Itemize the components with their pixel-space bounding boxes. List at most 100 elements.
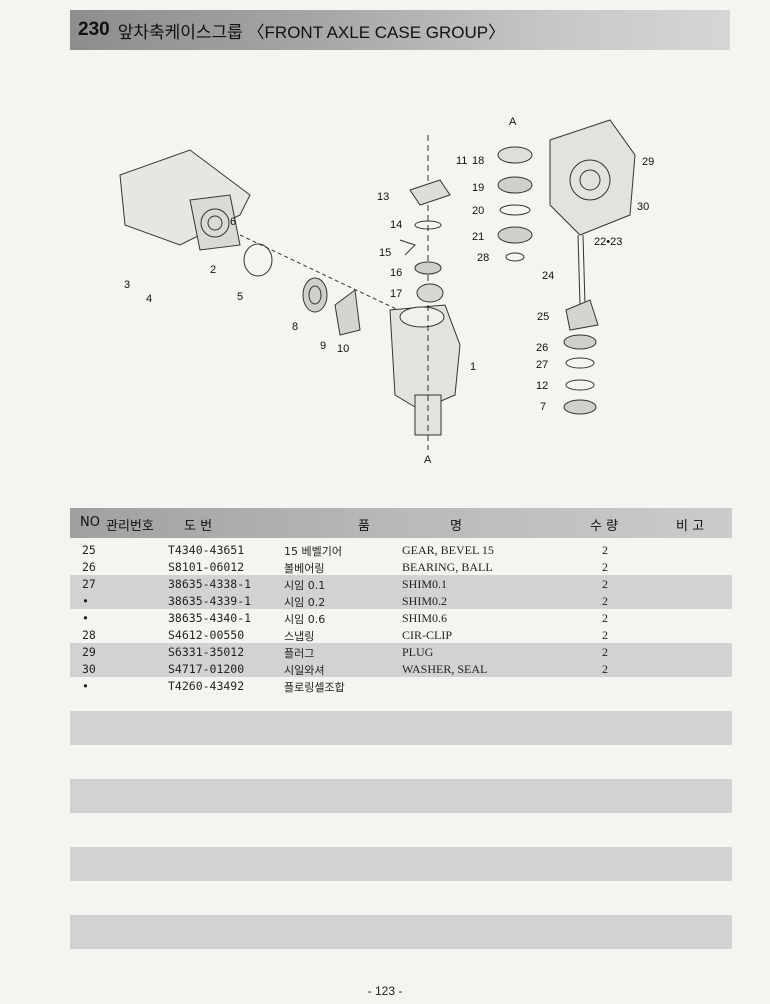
table-row: 28 S4612-00550 스냅링 CIR-CLIP 2 bbox=[70, 626, 732, 643]
table-row bbox=[70, 847, 732, 864]
callout-label: 1 bbox=[470, 361, 476, 373]
group-number: 230 bbox=[78, 19, 110, 40]
callout-label: 12 bbox=[536, 380, 548, 392]
cell-part-number: S6331-35012 bbox=[168, 645, 245, 659]
callout-label: 25 bbox=[537, 311, 549, 323]
callout-label: 18 bbox=[472, 155, 484, 167]
column-drawing: 도 번 bbox=[184, 519, 213, 534]
cell-part-number: T4260-43492 bbox=[168, 679, 245, 693]
cell-name-kr: 시일와셔 bbox=[284, 664, 325, 677]
cell-name-en: WASHER, SEAL bbox=[402, 662, 488, 676]
cell-qty: 2 bbox=[602, 594, 608, 608]
cell-no: 27 bbox=[82, 577, 96, 591]
page-number: - 123 - bbox=[367, 984, 403, 998]
cell-part-number: S4612-00550 bbox=[168, 628, 245, 642]
cell-no: 29 bbox=[82, 645, 96, 659]
callout-label: 24 bbox=[542, 270, 554, 282]
cell-part-number: 38635-4339-1 bbox=[168, 594, 252, 608]
callout-label: 16 bbox=[390, 267, 402, 279]
column-name-kr: 품 bbox=[358, 519, 370, 534]
callout-label: 5 bbox=[237, 291, 243, 303]
cell-no: • bbox=[82, 594, 89, 608]
callout-label: 26 bbox=[536, 342, 548, 354]
page-header: 230 앞차축케이스그룹 〈FRONT AXLE CASE GROUP〉 bbox=[70, 10, 730, 50]
column-qty: 수 량 bbox=[590, 519, 619, 534]
cell-name-kr: 플로링셀조합 bbox=[284, 681, 345, 694]
callout-label: 3 bbox=[124, 279, 130, 291]
callout-label: 7 bbox=[540, 401, 546, 413]
cell-qty: 2 bbox=[602, 662, 608, 676]
cell-name-kr: 시임 0.2 bbox=[284, 596, 326, 609]
cell-name-en: CIR-CLIP bbox=[402, 628, 453, 642]
callout-label: 4 bbox=[146, 293, 152, 305]
cell-qty: 2 bbox=[602, 577, 608, 591]
table-row bbox=[70, 830, 732, 847]
cell-name-en: GEAR, BEVEL 15 bbox=[402, 543, 494, 557]
callout-label: 9 bbox=[320, 340, 326, 352]
cell-part-number: S8101-06012 bbox=[168, 560, 245, 574]
cell-qty: 2 bbox=[602, 628, 608, 642]
callout-label: 21 bbox=[472, 231, 484, 243]
cell-no: 28 bbox=[82, 628, 96, 642]
column-mgmt: 관리번호 bbox=[106, 519, 154, 534]
table-row bbox=[70, 711, 732, 728]
callout-label: 27 bbox=[536, 359, 548, 371]
table-row: 27 38635-4338-1 시임 0.1 SHIM0.1 2 bbox=[70, 575, 732, 592]
callout-label: 14 bbox=[390, 219, 402, 231]
cell-qty: 2 bbox=[602, 611, 608, 625]
cell-name-kr: 15 베벨기어 bbox=[284, 545, 342, 558]
cell-name-en: SHIM0.2 bbox=[402, 594, 448, 608]
column-no: NO bbox=[80, 515, 100, 530]
cell-no: 26 bbox=[82, 560, 96, 574]
group-title: 앞차축케이스그룹 〈FRONT AXLE CASE GROUP〉 bbox=[117, 22, 506, 42]
cell-qty: 2 bbox=[602, 645, 608, 659]
cell-name-kr: 플러그 bbox=[284, 647, 315, 660]
view-marker-top: A bbox=[509, 116, 517, 128]
callout-label: 15 bbox=[379, 247, 391, 259]
cell-name-en: BEARING, BALL bbox=[402, 560, 493, 574]
callout-label: 17 bbox=[390, 288, 402, 300]
table-row bbox=[70, 779, 732, 796]
callout-label: 10 bbox=[337, 343, 349, 355]
cell-no: 30 bbox=[82, 662, 96, 676]
table-row bbox=[70, 813, 732, 830]
table-row bbox=[70, 932, 732, 949]
cell-name-kr: 시임 0.1 bbox=[284, 579, 326, 592]
table-row: • T4260-43492 플로링셀조합 bbox=[70, 677, 732, 694]
cell-name-en: SHIM0.6 bbox=[402, 611, 448, 625]
table-row bbox=[70, 881, 732, 898]
table-row bbox=[70, 762, 732, 779]
cell-name-en: SHIM0.1 bbox=[402, 577, 448, 591]
callout-label: 20 bbox=[472, 205, 484, 217]
callout-label: 6 bbox=[230, 216, 236, 228]
cell-part-number: T4340-43651 bbox=[168, 543, 245, 557]
exploded-parts-diagram: 1 2 3 4 5 6 7 8 9 10 11 12 13 14 15 16 1… bbox=[119, 116, 654, 466]
cell-no: • bbox=[82, 611, 89, 625]
cell-part-number: 38635-4338-1 bbox=[168, 577, 252, 591]
parts-table-header: NO 관리번호 도 번 품 명 수 량 비 고 bbox=[70, 508, 732, 538]
cell-qty: 2 bbox=[602, 543, 608, 557]
column-name-en: 명 bbox=[450, 519, 462, 534]
cell-name-kr: 볼베어링 bbox=[284, 562, 325, 575]
table-row bbox=[70, 898, 732, 915]
callout-label: 29 bbox=[642, 156, 654, 168]
table-row bbox=[70, 915, 732, 932]
table-row bbox=[70, 745, 732, 762]
table-row bbox=[70, 864, 732, 881]
cell-name-kr: 시임 0.6 bbox=[284, 613, 326, 626]
column-remark: 비 고 bbox=[676, 519, 705, 534]
table-row bbox=[70, 694, 732, 711]
view-marker-bottom: A bbox=[424, 454, 432, 466]
cell-no: • bbox=[82, 679, 89, 693]
callout-label: 19 bbox=[472, 182, 484, 194]
callout-label: 22•23 bbox=[594, 236, 622, 248]
cell-name-kr: 스냅링 bbox=[284, 630, 315, 643]
callout-label: 8 bbox=[292, 321, 298, 333]
callout-label: 30 bbox=[637, 201, 649, 213]
